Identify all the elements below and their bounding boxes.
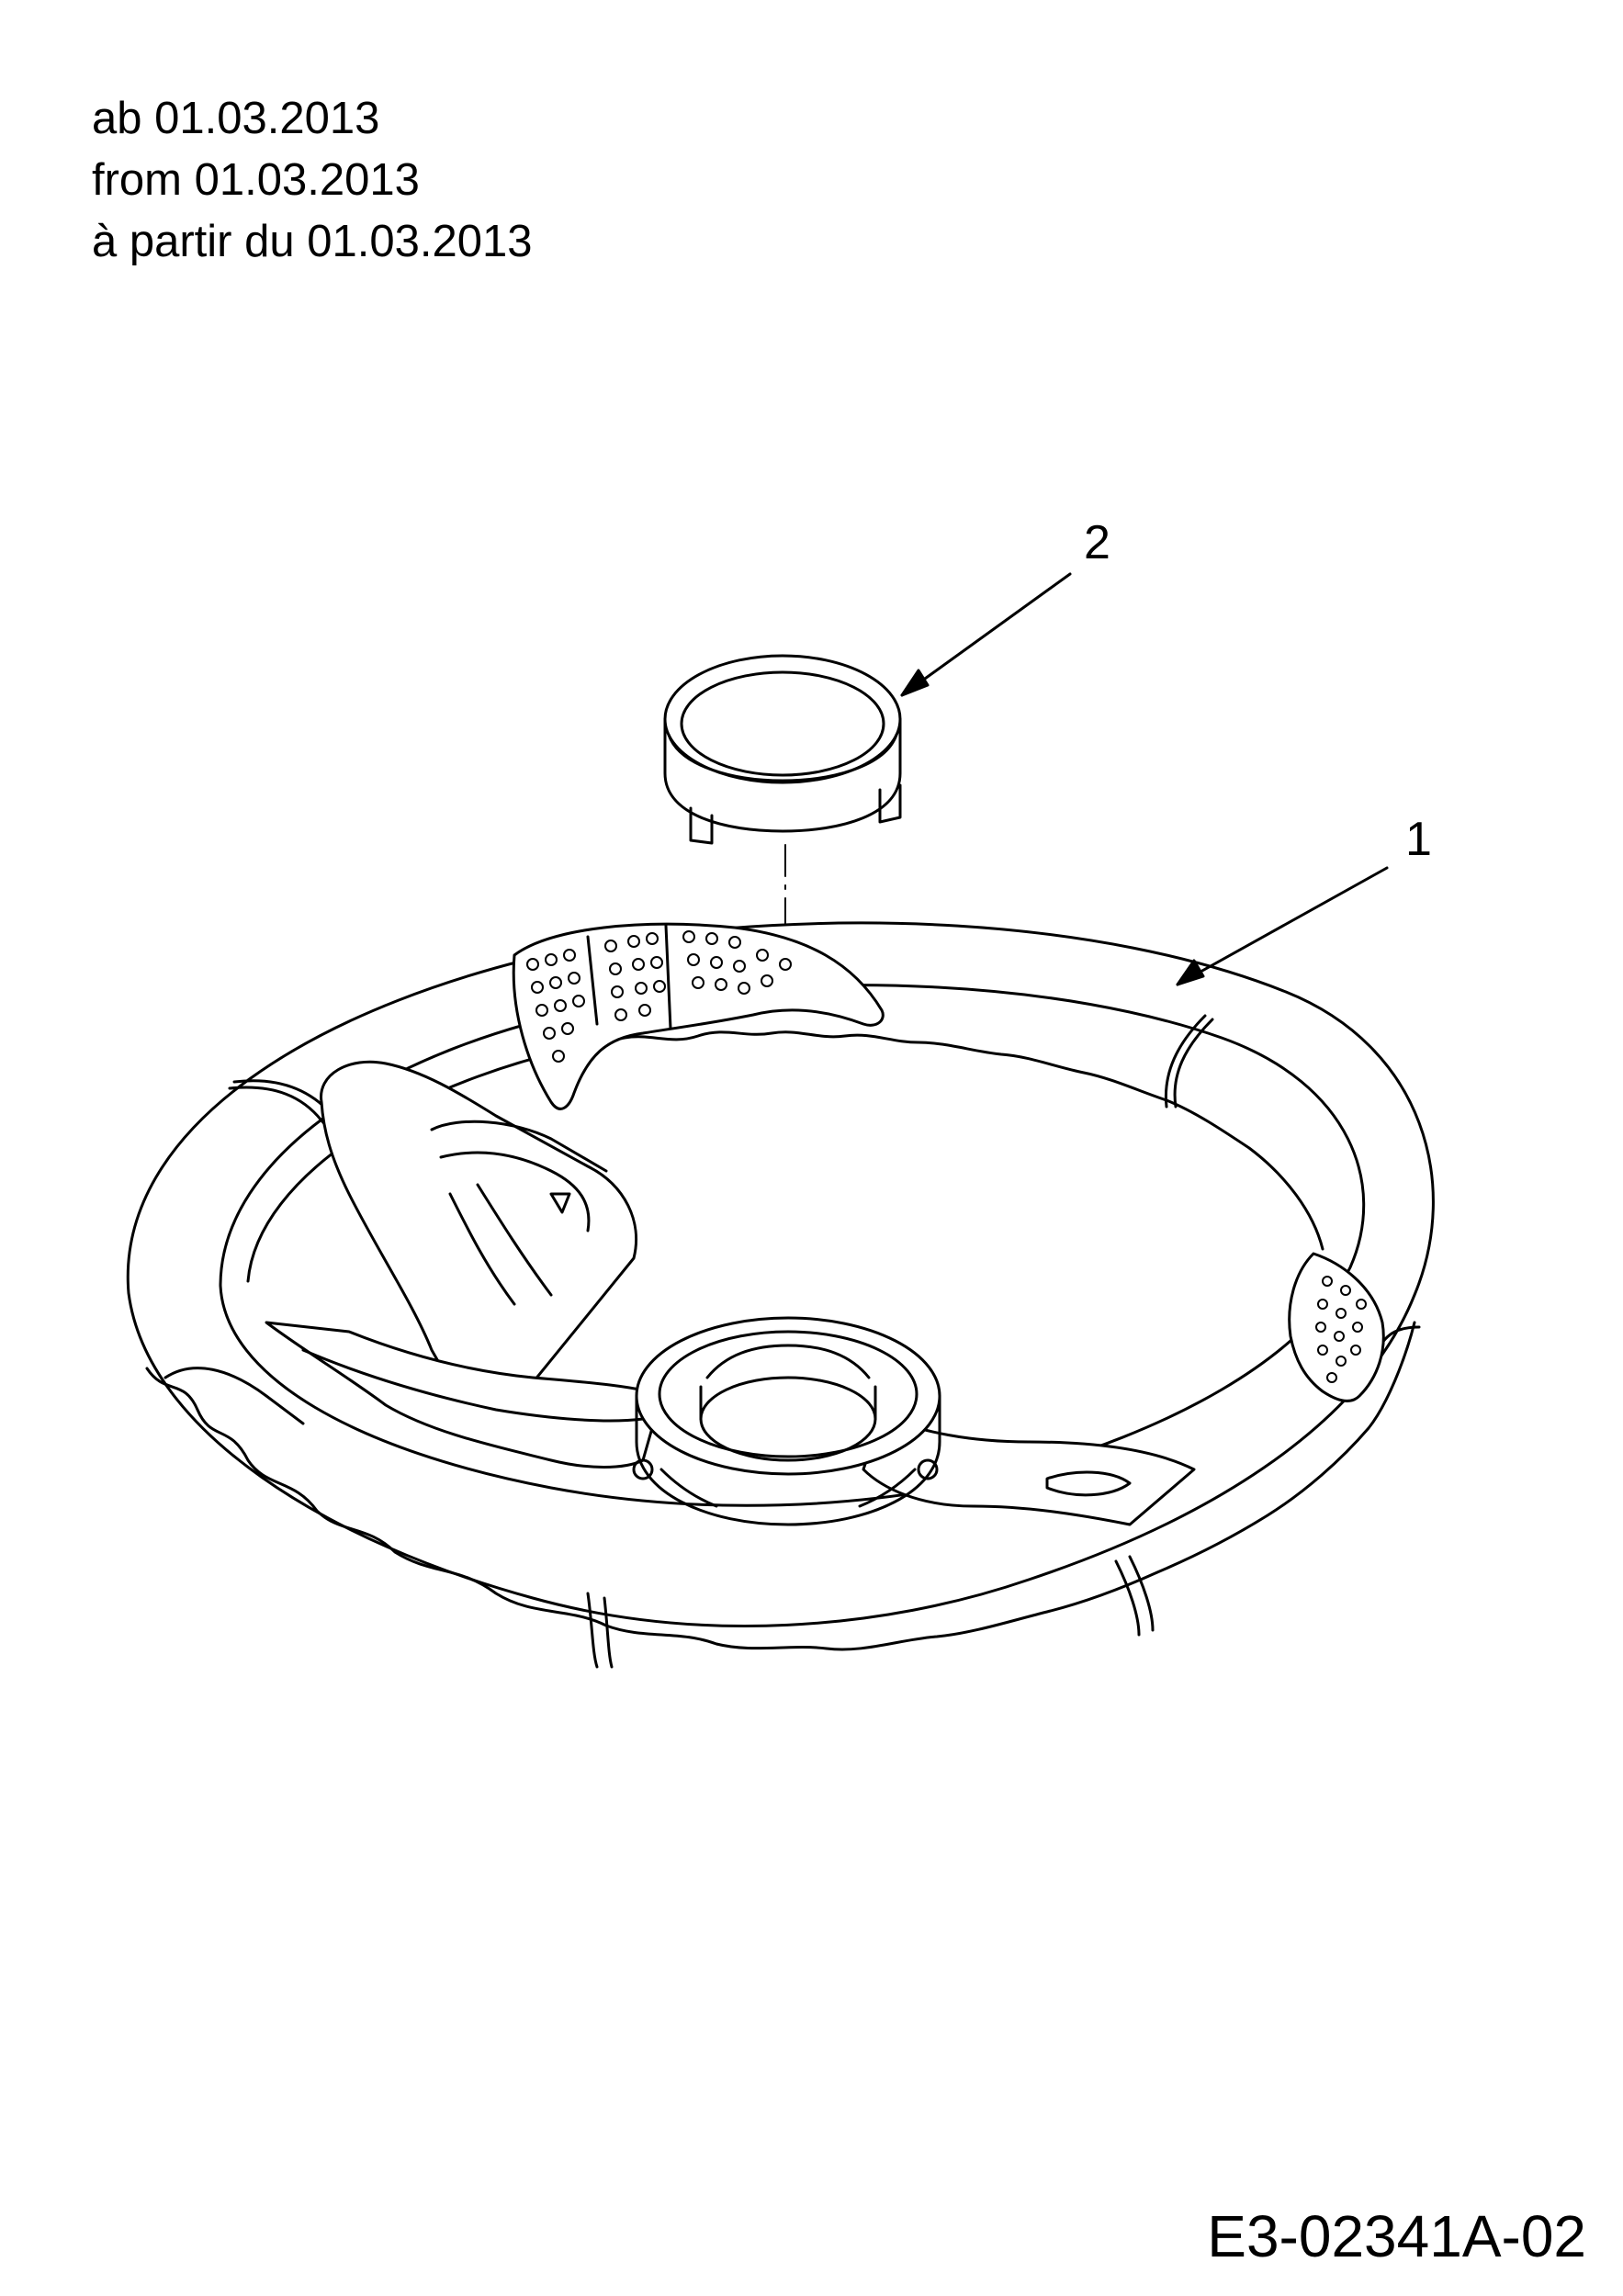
- callout-part-2: 2: [1084, 516, 1110, 569]
- drawing-number: E3-02341A-02: [1207, 2203, 1586, 2269]
- validity-line-fr: à partir du 01.03.2013: [92, 217, 533, 266]
- callout-part-1: 1: [1405, 813, 1432, 866]
- leader-line-part-2: [900, 572, 1072, 697]
- validity-line-en: from 01.03.2013: [92, 155, 420, 205]
- perforation-dots-top: [526, 930, 792, 1063]
- validity-date-block: ab 01.03.2013 from 01.03.2013 à partir d…: [92, 88, 532, 273]
- hub-cap-part: [663, 654, 902, 845]
- leader-line-part-1: [1176, 866, 1389, 986]
- validity-line-de: ab 01.03.2013: [92, 94, 380, 143]
- perforation-dots-right: [1315, 1276, 1367, 1383]
- steering-wheel-part: [126, 921, 1435, 1669]
